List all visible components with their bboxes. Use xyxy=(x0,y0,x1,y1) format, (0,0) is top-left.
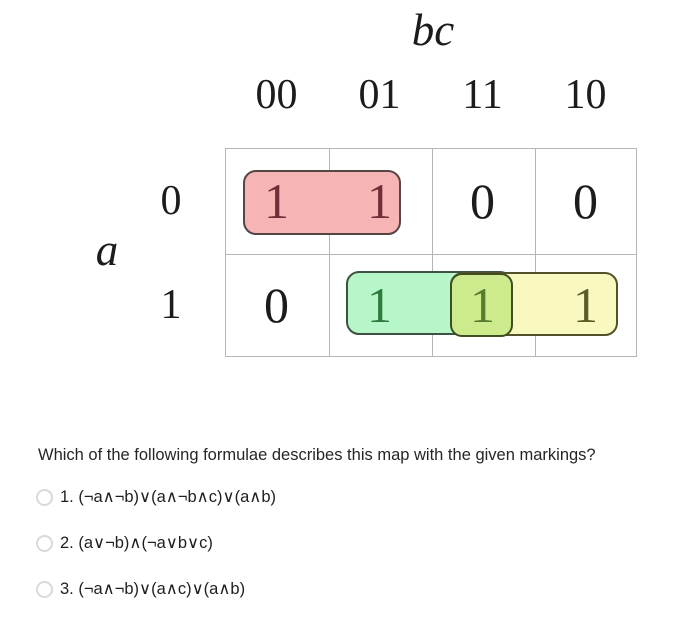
row-variable-label: a xyxy=(95,225,119,275)
kmap-cell-a1-bc10: 1 xyxy=(573,277,598,333)
table-gridline-vertical xyxy=(329,149,330,356)
col-header-11: 11 xyxy=(462,72,503,118)
answer-option-1-label[interactable]: 1. (¬a∧¬b)∨(a∧¬b∧c)∨(a∧b) xyxy=(60,488,276,506)
radio-button-1[interactable] xyxy=(36,488,53,506)
table-gridline-vertical xyxy=(535,149,536,356)
col-header-10: 10 xyxy=(564,72,607,118)
answer-option-3-label[interactable]: 3. (¬a∧¬b)∨(a∧c)∨(a∧b) xyxy=(60,580,246,598)
radio-button-3[interactable] xyxy=(36,580,53,598)
kmap-cell-a0-bc10: 0 xyxy=(573,172,598,229)
kmap-cell-a1-bc00: 0 xyxy=(264,277,289,333)
row-header-1: 1 xyxy=(160,282,182,328)
table-gridline-horizontal xyxy=(226,254,636,255)
answer-option-1[interactable]: 1. (¬a∧¬b)∨(a∧¬b∧c)∨(a∧b) xyxy=(36,487,276,507)
row-header-0: 0 xyxy=(160,178,182,224)
question-text: Which of the following formulae describe… xyxy=(38,446,596,464)
answer-option-2[interactable]: 2. (a∨¬b)∧(¬a∨b∨c) xyxy=(36,533,213,553)
kmap-table xyxy=(225,148,637,357)
col-header-00: 00 xyxy=(255,72,298,118)
answer-option-3[interactable]: 3. (¬a∧¬b)∨(a∧c)∨(a∧b) xyxy=(36,579,245,599)
col-header-01: 01 xyxy=(358,72,401,118)
kmap-cell-a1-bc11: 1 xyxy=(470,277,495,333)
radio-button-2[interactable] xyxy=(36,534,53,552)
grouping-red xyxy=(243,170,401,235)
kmap-cell-a0-bc01: 1 xyxy=(367,172,392,229)
grouping-overlap xyxy=(450,273,513,337)
kmap-cell-a0-bc11: 0 xyxy=(470,172,495,229)
table-gridline-vertical xyxy=(432,149,433,356)
kmap-cell-a0-bc00: 1 xyxy=(264,172,289,229)
kmap-cell-a1-bc01: 1 xyxy=(367,277,392,333)
column-variable-label: bc xyxy=(411,5,455,55)
answer-option-2-label[interactable]: 2. (a∨¬b)∧(¬a∨b∨c) xyxy=(60,534,213,552)
